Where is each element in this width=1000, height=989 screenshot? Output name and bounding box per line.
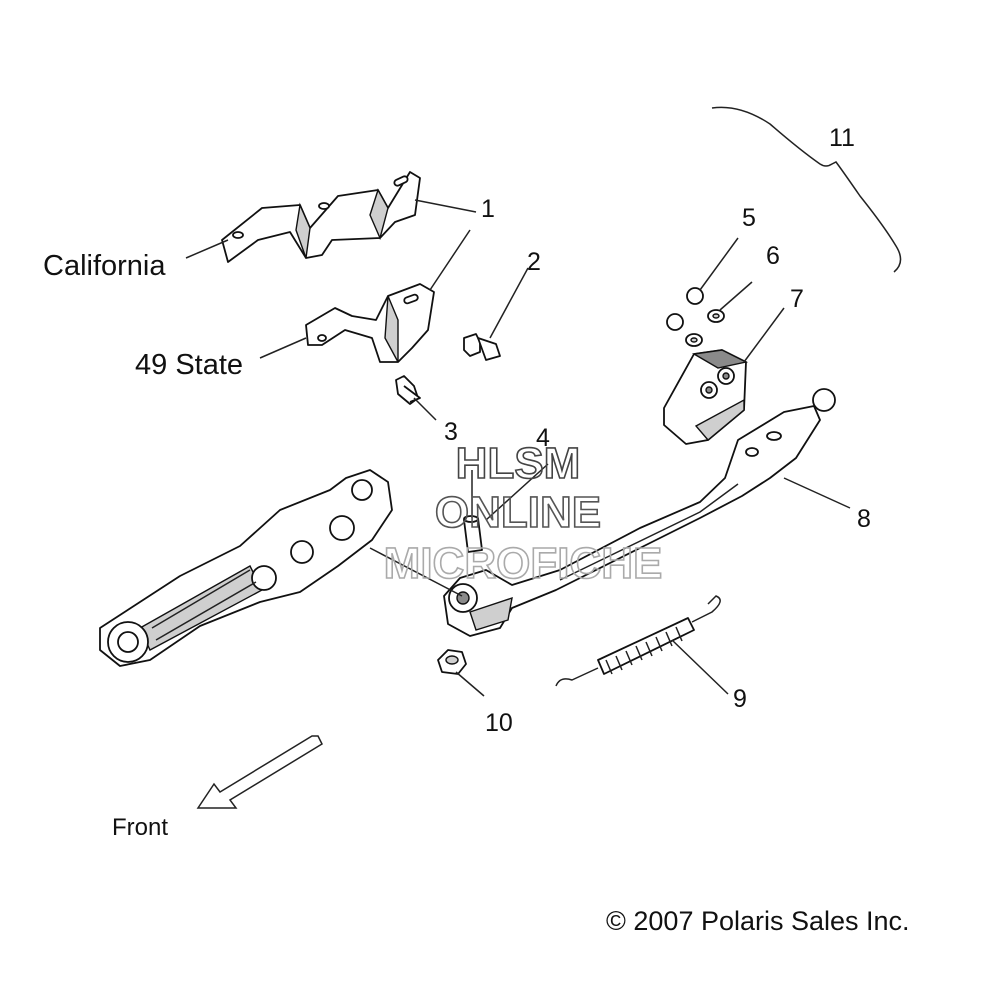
callout-9: 9 bbox=[733, 685, 747, 713]
copyright-text: © 2007 Polaris Sales Inc. bbox=[606, 906, 910, 936]
bracket-49-state bbox=[305, 283, 435, 363]
pin-4 bbox=[463, 515, 483, 553]
bracket-california bbox=[221, 171, 421, 263]
callout-8: 8 bbox=[857, 505, 871, 533]
group-brace-11 bbox=[711, 106, 902, 273]
pad-7 bbox=[663, 349, 749, 445]
callout-5: 5 bbox=[742, 204, 756, 232]
callout-10: 10 bbox=[485, 709, 513, 737]
front-arrow-icon bbox=[196, 735, 323, 809]
bolt-2 bbox=[463, 333, 501, 361]
frame-section bbox=[99, 469, 393, 667]
callout-2: 2 bbox=[527, 248, 541, 276]
nuts-washers-5-6 bbox=[666, 287, 725, 347]
label-front: Front bbox=[112, 814, 168, 841]
callout-11: 11 bbox=[829, 124, 855, 152]
watermark: HLSM ONLINE MICROFICHE bbox=[383, 438, 663, 589]
callout-6: 6 bbox=[766, 242, 780, 270]
watermark-line-3: MICROFICHE bbox=[384, 539, 663, 588]
watermark-line-2: ONLINE bbox=[435, 488, 601, 537]
label-california: California bbox=[43, 250, 166, 282]
leader-lines bbox=[185, 199, 851, 697]
bolt-3 bbox=[395, 375, 421, 405]
watermark-line-1: HLSM bbox=[456, 439, 581, 488]
side-stand-8 bbox=[443, 388, 836, 637]
label-49-state: 49 State bbox=[135, 349, 243, 381]
callout-4: 4 bbox=[536, 424, 550, 452]
nut-10 bbox=[437, 649, 467, 675]
callout-7: 7 bbox=[790, 285, 804, 313]
callout-1: 1 bbox=[481, 195, 495, 223]
spring-9 bbox=[555, 595, 721, 687]
callout-3: 3 bbox=[444, 418, 458, 446]
